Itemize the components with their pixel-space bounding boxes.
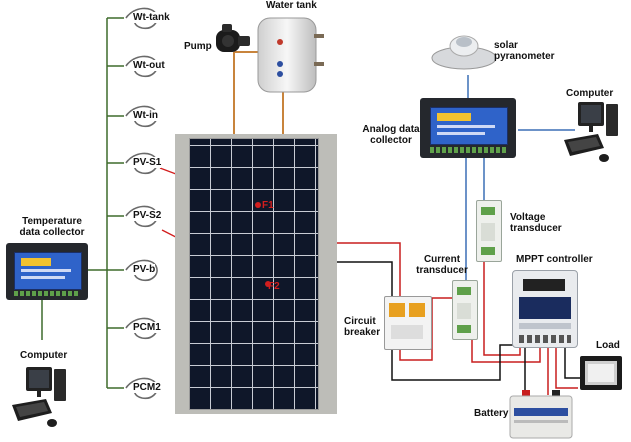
signal-lines	[465, 75, 575, 290]
computer-left-label: Computer	[20, 350, 68, 361]
thermocouple-point-marker	[255, 202, 261, 208]
positive-wires	[318, 242, 578, 395]
sensor-label: PCM1	[133, 322, 161, 333]
sensor-label: Wt-tank	[133, 12, 170, 23]
sensor-label: PCM2	[133, 382, 161, 393]
temperature-data-collector	[6, 243, 88, 300]
current-transducer-label: Current transducer	[416, 254, 468, 276]
battery-icon	[509, 390, 573, 439]
sensor-label: PV-b	[133, 264, 156, 275]
pv-panel	[189, 138, 319, 410]
water-tank-icon	[257, 17, 324, 93]
sensor-label: PV-S2	[133, 210, 162, 221]
pump-label: Pump	[184, 41, 212, 52]
analog-collector-label: Analog data collector	[362, 124, 420, 146]
thermocouple-point-marker	[265, 281, 271, 287]
pyranometer-icon	[431, 35, 497, 70]
sensor-label: PV-S1	[133, 157, 162, 168]
pv-panel-frame	[175, 134, 337, 414]
analog-data-collector	[420, 98, 516, 158]
load-floodlight-icon	[580, 356, 622, 390]
point-f1-label: F1	[262, 200, 274, 211]
sensor-label: Wt-out	[133, 60, 165, 71]
current-transducer	[452, 280, 478, 340]
water-pipes	[233, 51, 284, 135]
mppt-controller	[512, 270, 578, 348]
mppt-label: MPPT controller	[516, 254, 593, 265]
pyranometer-label: solar pyranometer	[494, 40, 555, 62]
circuit-breaker-label: Circuit breaker	[344, 316, 381, 338]
voltage-transducer	[476, 200, 502, 262]
sensor-bus	[41, 17, 124, 389]
battery-label: Battery	[474, 408, 509, 419]
water-tank-label: Water tank	[266, 0, 317, 11]
point-f2-label: F2	[268, 281, 280, 292]
circuit-breaker	[384, 296, 432, 350]
negative-wires	[318, 261, 580, 395]
computer-right-icon	[564, 102, 618, 162]
computer-right-label: Computer	[566, 88, 614, 99]
voltage-transducer-label: Voltage transducer	[510, 212, 562, 234]
load-label: Load	[596, 340, 620, 351]
temperature-collector-label: Temperature data collector	[19, 216, 85, 238]
sensor-label: Wt-in	[133, 110, 158, 121]
computer-left-icon	[12, 367, 66, 427]
pump-icon	[216, 24, 250, 52]
